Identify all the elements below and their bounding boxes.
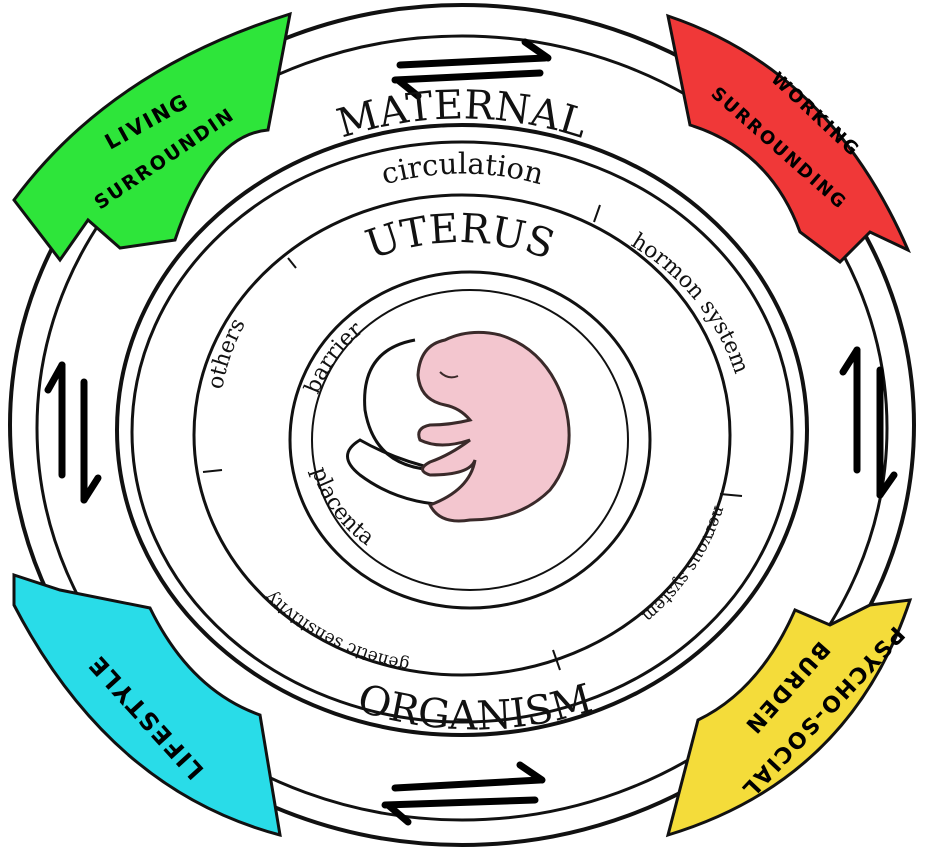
uterus-label: UTERUS bbox=[360, 206, 560, 269]
psycho-social-burden-arrow bbox=[668, 600, 910, 835]
exchange-arrows-bottom bbox=[385, 765, 542, 822]
hormon-system-label: hormon system bbox=[627, 229, 754, 377]
embryo-illustration bbox=[418, 332, 569, 521]
working-surroundings-arrow bbox=[668, 16, 908, 262]
circulation-label: circulation bbox=[378, 147, 548, 192]
maternal-label: MATERNAL bbox=[332, 82, 592, 147]
genetic-sensitivity-label: genetic sensitivity bbox=[261, 587, 411, 675]
placenta-label: placenta bbox=[306, 464, 379, 551]
nervous-system-label: nervous system bbox=[638, 503, 729, 626]
living-surroundings-arrow bbox=[14, 14, 290, 260]
exchange-arrows-left bbox=[48, 365, 98, 500]
